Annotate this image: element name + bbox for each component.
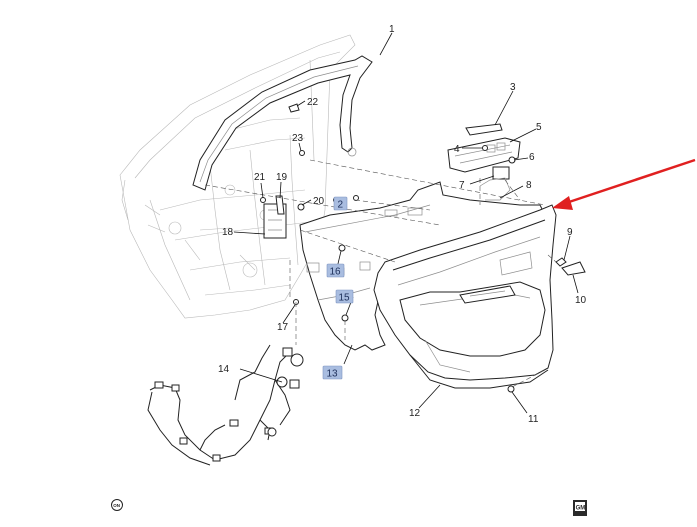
callout-box-2	[333, 196, 348, 211]
callout-21: 21	[254, 172, 266, 183]
callout-18: 18	[222, 227, 234, 238]
window-frame-moulding	[192, 55, 373, 191]
callout-6: 6	[529, 152, 535, 163]
callout-16: 16	[330, 267, 342, 278]
callout-17: 17	[277, 322, 289, 333]
callout-10: 10	[575, 295, 587, 306]
left-logo-text: ON	[113, 503, 120, 508]
boxed-callouts: 2 16 15 13	[322, 196, 354, 380]
circle-symbol-icon: ON	[111, 499, 123, 511]
callout-7: 7	[459, 180, 465, 191]
lock-linkage	[260, 195, 305, 239]
callout-12: 12	[409, 408, 421, 419]
gm-logo-icon: GM	[573, 500, 587, 516]
callout-15: 15	[339, 293, 351, 304]
callout-box-13	[322, 365, 343, 380]
callout-14: 14	[218, 364, 230, 375]
wiring-harness	[147, 344, 304, 466]
callout-19: 19	[276, 172, 288, 183]
fasteners	[288, 103, 586, 393]
callout-22: 22	[307, 97, 319, 108]
callout-box-16	[326, 263, 345, 278]
callout-5: 5	[536, 122, 542, 133]
callout-box-15	[335, 289, 354, 304]
callout-1: 1	[389, 24, 395, 35]
callout-3: 3	[510, 82, 516, 93]
callout-labels: 1 3 4 5 6 7 8 9 10 11 12 14 17 18 19 20 …	[218, 24, 587, 425]
callout-9: 9	[567, 227, 573, 238]
callout-8: 8	[526, 180, 532, 191]
assembly-dashed-lines	[204, 159, 557, 389]
window-switch-assembly	[447, 123, 521, 201]
callout-2: 2	[338, 200, 344, 211]
door-trim-panel	[373, 204, 557, 389]
callout-4: 4	[454, 144, 460, 155]
callout-13: 13	[327, 369, 339, 380]
right-logo-text: GM	[576, 506, 586, 512]
callout-23: 23	[292, 133, 304, 144]
callout-11: 11	[528, 414, 539, 425]
callout-20: 20	[313, 196, 325, 207]
callout-leader-lines	[233, 32, 579, 414]
red-pointer-arrow-icon	[552, 158, 696, 210]
